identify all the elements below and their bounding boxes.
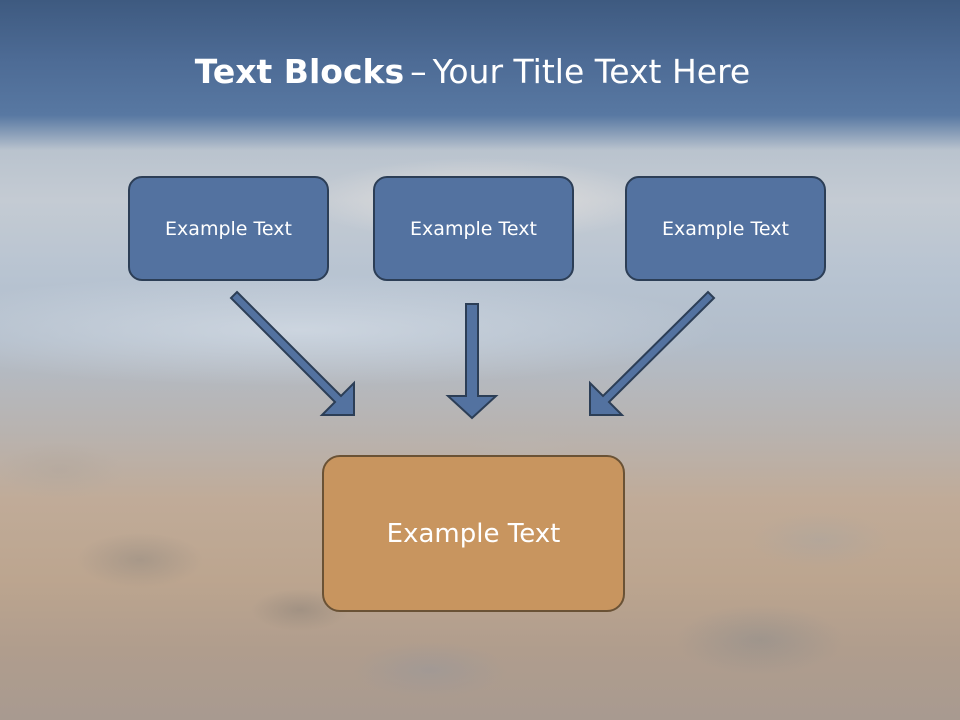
arrow-right-diagonal bbox=[589, 290, 716, 416]
title-rest-part: Your Title Text Here bbox=[432, 52, 751, 91]
arrow-middle-down bbox=[445, 303, 499, 420]
text-block-center-label: Example Text bbox=[386, 518, 561, 549]
text-block-top-middle[interactable]: Example Text bbox=[373, 176, 574, 281]
text-block-label: Example Text bbox=[165, 217, 292, 240]
arrow-left-diagonal bbox=[229, 290, 355, 416]
text-block-top-left[interactable]: Example Text bbox=[128, 176, 329, 281]
text-block-label: Example Text bbox=[662, 217, 789, 240]
text-block-top-right[interactable]: Example Text bbox=[625, 176, 826, 281]
title-band bbox=[0, 0, 960, 150]
text-block-center[interactable]: Example Text bbox=[322, 455, 625, 612]
slide-title: Text Blocks–Your Title Text Here bbox=[0, 52, 945, 91]
title-bold-part: Text Blocks bbox=[194, 52, 405, 91]
title-dash: – bbox=[410, 52, 427, 91]
text-block-label: Example Text bbox=[410, 217, 537, 240]
